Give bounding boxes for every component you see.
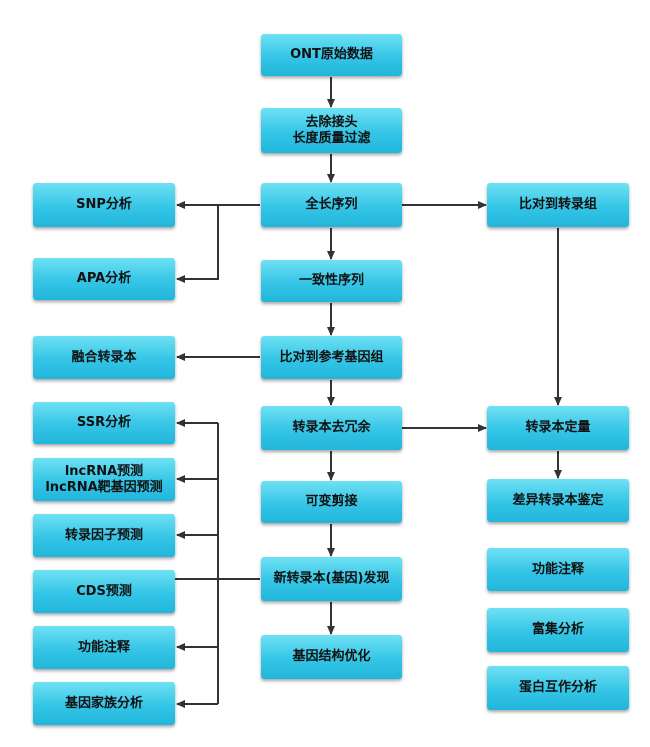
gene-structure-node: 基因结构优化	[261, 635, 402, 679]
transcript-collapse-label: 转录本去冗余	[292, 420, 371, 435]
full-length-node: 全长序列	[261, 183, 402, 227]
enrichment-node: 富集分析	[487, 608, 629, 652]
align-transcriptome-node: 比对到转录组	[487, 183, 629, 227]
lncrna-node: lncRNA预测 lncRNA靶基因预测	[33, 458, 175, 501]
protein-interaction-label: 蛋白互作分析	[518, 680, 597, 695]
cds-label: CDS预测	[76, 583, 132, 599]
trim-filter-node: 去除接头 长度质量过滤	[261, 108, 402, 153]
consensus-node: 一致性序列	[261, 260, 402, 302]
trim-filter-label-line2: 长度质量过滤	[292, 130, 371, 146]
ont-raw-data-label: ONT原始数据	[290, 47, 373, 62]
differential-transcript-label: 差异转录本鉴定	[512, 492, 604, 508]
arrow-fulllength-to-apa	[176, 205, 219, 283]
lncrna-label-line2: lncRNA靶基因预测	[45, 479, 163, 495]
align-reference-node: 比对到参考基因组	[261, 336, 402, 379]
ssr-node: SSR分析	[33, 402, 175, 444]
transcription-factor-label: 转录因子预测	[64, 527, 143, 543]
ont-raw-data-node: ONT原始数据	[261, 34, 402, 76]
full-length-label: 全长序列	[305, 197, 358, 212]
transcript-collapse-node: 转录本去冗余	[261, 406, 402, 450]
alternative-splicing-label: 可变剪接	[305, 494, 358, 509]
protein-interaction-node: 蛋白互作分析	[487, 666, 629, 710]
novel-transcript-node: 新转录本(基因)发现	[261, 557, 402, 601]
functional-annotation-left-node: 功能注释	[33, 626, 175, 669]
gene-structure-label: 基因结构优化	[292, 649, 371, 664]
trim-filter-label-line1: 去除接头	[305, 114, 358, 130]
snp-label: SNP分析	[76, 197, 132, 212]
transcription-factor-node: 转录因子预测	[33, 514, 175, 557]
novel-transcript-label: 新转录本(基因)发现	[273, 571, 390, 586]
consensus-label: 一致性序列	[298, 273, 364, 288]
fusion-transcript-node: 融合转录本	[33, 336, 175, 379]
transcript-quantification-label: 转录本定量	[525, 420, 591, 435]
functional-annotation-right-label: 功能注释	[531, 561, 584, 577]
apa-label: APA分析	[76, 271, 132, 286]
apa-node: APA分析	[33, 258, 175, 300]
fusion-transcript-label: 融合转录本	[71, 349, 137, 365]
snp-node: SNP分析	[33, 183, 175, 227]
enrichment-label: 富集分析	[531, 622, 584, 637]
transcript-quantification-node: 转录本定量	[487, 406, 629, 450]
align-transcriptome-label: 比对到转录组	[518, 197, 597, 212]
differential-transcript-node: 差异转录本鉴定	[487, 479, 629, 522]
functional-annotation-left-label: 功能注释	[77, 639, 130, 655]
alternative-splicing-node: 可变剪接	[261, 481, 402, 523]
align-reference-label: 比对到参考基因组	[279, 349, 384, 365]
gene-family-node: 基因家族分析	[33, 682, 175, 725]
ssr-label: SSR分析	[76, 415, 132, 430]
lncrna-label-line1: lncRNA预测	[64, 463, 144, 479]
cds-node: CDS预测	[33, 570, 175, 613]
gene-family-label: 基因家族分析	[64, 695, 143, 711]
functional-annotation-right-node: 功能注释	[487, 548, 629, 591]
